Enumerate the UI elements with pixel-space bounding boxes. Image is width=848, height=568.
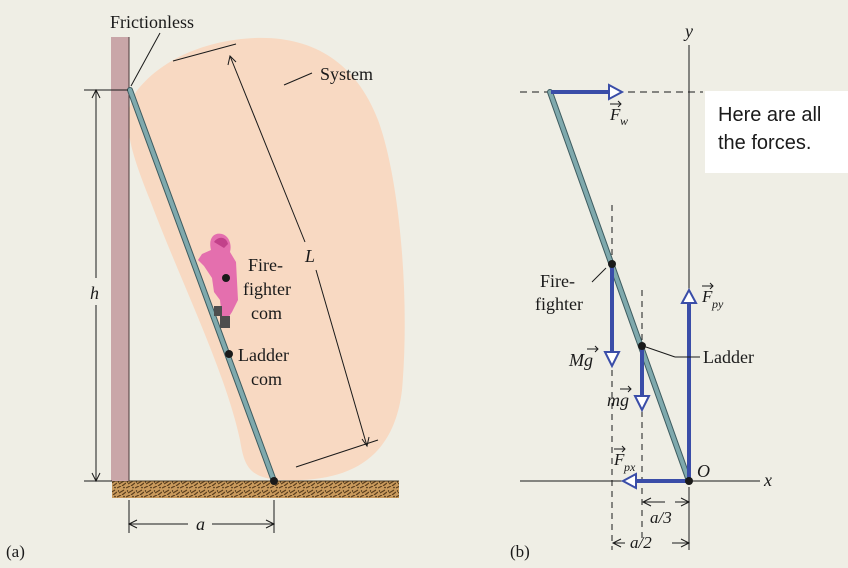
firefighter-label-1: Fire- [540, 271, 575, 291]
third-distance-label: a/3 [650, 508, 672, 527]
length-label: L [304, 246, 315, 266]
firefighter-com-label-1: Fire- [248, 255, 283, 275]
pivot-x-force-subscript: px [623, 460, 636, 474]
wall-force-subscript: w [620, 114, 628, 128]
firefighter [198, 233, 238, 328]
half-distance-label: a/2 [630, 533, 652, 552]
y-axis-label: y [683, 21, 693, 41]
ground [112, 481, 399, 498]
wall-force-label: F [609, 105, 621, 124]
callout-line-2: the forces. [718, 132, 812, 154]
ladder-com-dot [225, 350, 233, 358]
height-label: h [90, 283, 99, 303]
panel-a: Frictionless System h L a Fire- fighter … [6, 12, 405, 561]
ladder-weight-label: mg [607, 390, 629, 410]
origin-point [685, 477, 693, 485]
pivot-x-force-arrow [620, 472, 689, 490]
pivot-y-force-label: F [701, 287, 713, 306]
callout-box: Here are all the forces. [705, 91, 848, 173]
pivot-y-force-subscript: py [711, 297, 724, 311]
base-label: a [196, 514, 205, 534]
ladder-label: Ladder [703, 347, 754, 367]
ladder-com-point [638, 342, 646, 350]
panel-b: y x F w F py F px [510, 21, 772, 561]
ladder-com-label-2: com [251, 369, 282, 389]
x-axis-label: x [763, 470, 772, 490]
firefighter-com-label-3: com [251, 303, 282, 323]
firefighter-com-label-2: fighter [243, 279, 291, 299]
pivot-y-force-arrow [680, 287, 698, 481]
panel-a-label: (a) [6, 542, 25, 561]
frictionless-label: Frictionless [110, 12, 194, 32]
ladder-weight-arrow [633, 346, 651, 413]
firefighter-point [608, 260, 616, 268]
firefighter-weight-label: Mg [568, 350, 593, 370]
firefighter-label-2: fighter [535, 294, 583, 314]
pivot-x-force-label: F [613, 450, 625, 469]
ladder-foot-dot [270, 477, 278, 485]
wall-force-arrow [551, 83, 625, 101]
wall [111, 37, 129, 481]
panel-b-label: (b) [510, 542, 530, 561]
origin-label: O [697, 461, 710, 481]
firefighter-weight-arrow [603, 264, 621, 369]
ladder-com-label-1: Ladder [238, 345, 289, 365]
callout-line-1: Here are all [718, 104, 822, 126]
system-region [128, 37, 405, 481]
system-label: System [320, 64, 373, 84]
